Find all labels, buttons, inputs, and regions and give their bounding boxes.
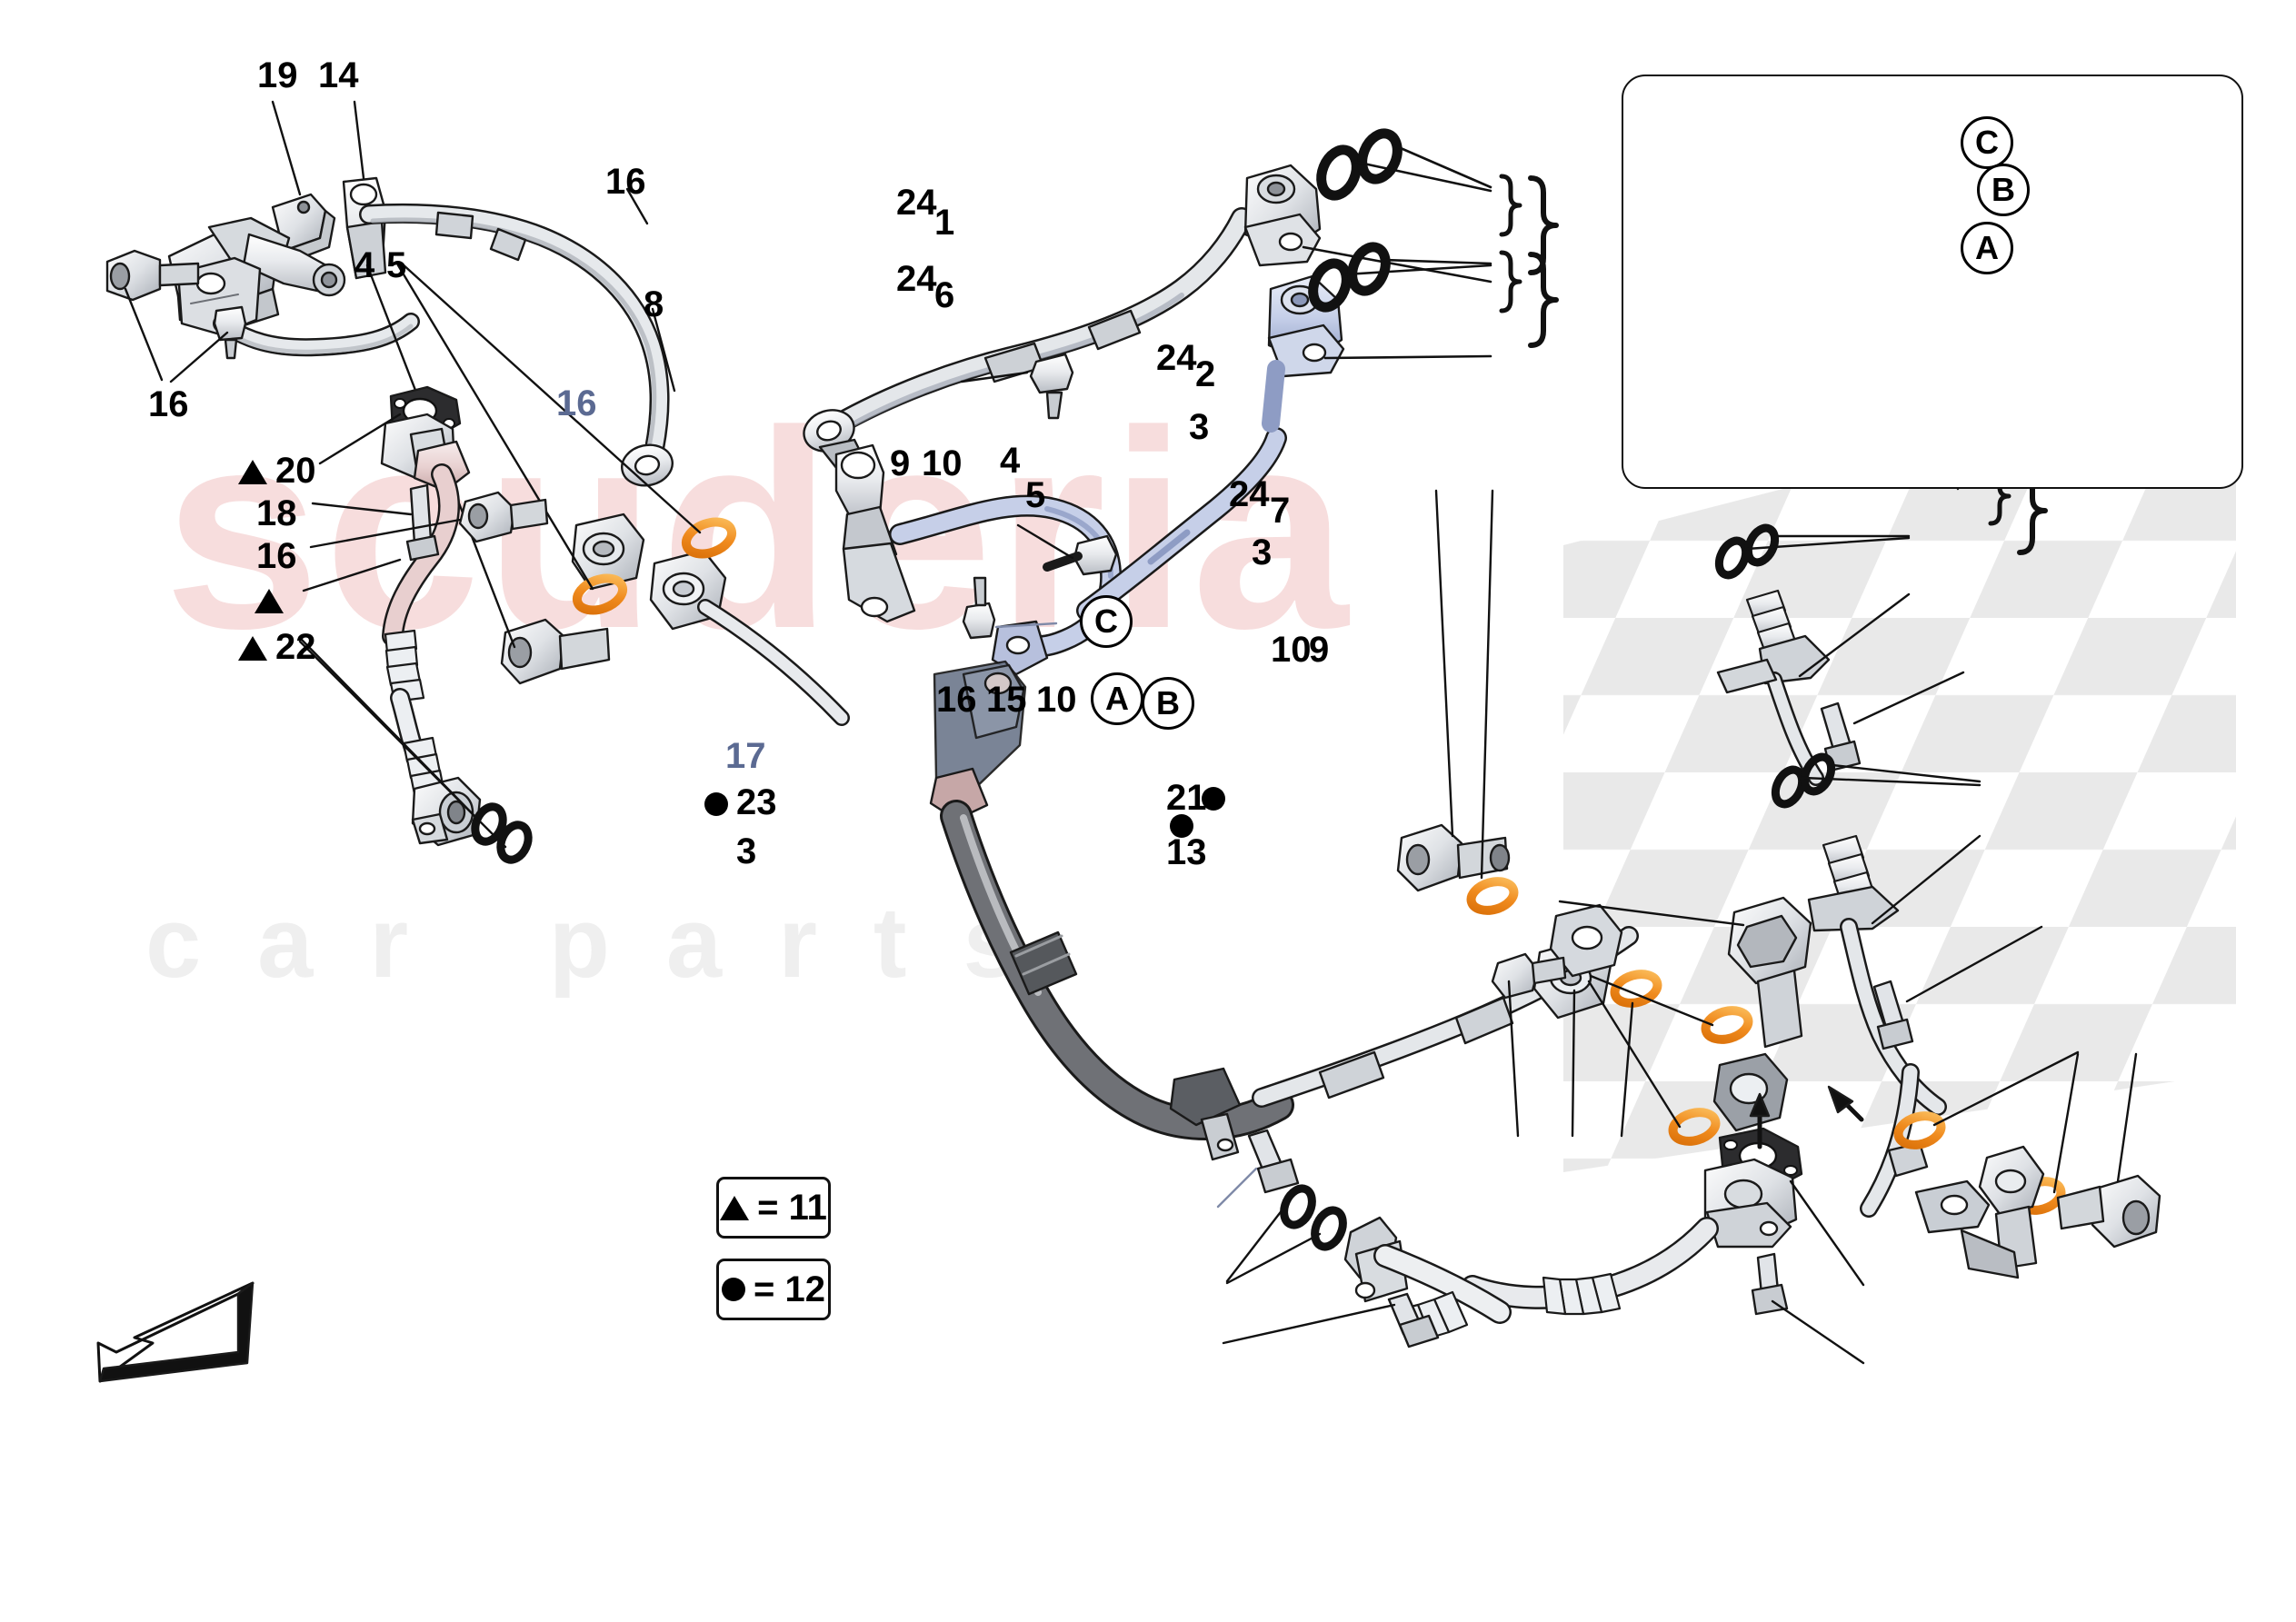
callout-16-e: 16 — [936, 680, 977, 720]
watermark-carparts: car parts — [145, 887, 1075, 999]
bracket-label-7: 7 — [1270, 491, 1291, 531]
hose-item-6-blue — [834, 242, 1492, 676]
inset-mark-B: B — [1977, 164, 2030, 216]
inset-mark-A: A — [1961, 222, 2013, 274]
triangle-legend-icon — [720, 1195, 750, 1220]
pink-hose-assembly — [298, 385, 549, 864]
dot-marker-21-icon — [1202, 787, 1225, 811]
callout-10-a: 10 — [922, 443, 963, 483]
callout-22: 22 — [238, 629, 316, 665]
callout-19: 19 — [257, 55, 298, 95]
callout-24-a: 24 — [896, 183, 937, 223]
orientation-arrow — [96, 1281, 255, 1383]
top-leaders — [124, 100, 676, 393]
callout-20: 20 — [238, 453, 316, 489]
callout-3-a: 3 — [1189, 407, 1210, 447]
callout-24-d: 24 — [1229, 474, 1270, 514]
callout-24-c: 24 — [1156, 338, 1197, 378]
section-mark-B: B — [1142, 677, 1194, 730]
callout-13: 13 — [1166, 832, 1207, 872]
callout-21: 21 — [1166, 778, 1207, 818]
callout-4-b: 4 — [1000, 441, 1021, 481]
legend-circle-text: = 12 — [754, 1269, 825, 1309]
section-mark-A: A — [1091, 672, 1143, 725]
mid-right-fittings — [1396, 489, 1812, 1146]
legend-triangle-box: = 11 — [716, 1177, 831, 1239]
callout-5-b: 5 — [1025, 475, 1046, 515]
bracket-label-2: 2 — [1195, 354, 1216, 394]
callout-16-a: 16 — [605, 162, 646, 202]
bracket-label-6: 6 — [934, 275, 955, 315]
callout-17: 17 — [725, 736, 766, 776]
callout-8: 8 — [644, 284, 664, 324]
callout-5-a: 5 — [386, 245, 407, 285]
callout-23: 23 — [704, 784, 777, 821]
callout-16-d: 16 — [256, 536, 297, 576]
callout-9-b: 9 — [1309, 630, 1330, 670]
right-nipple-assemblies — [1714, 523, 2043, 1218]
bottom-right-manifold — [1461, 1050, 2161, 1365]
legend-circle-box: = 12 — [716, 1259, 831, 1320]
bottom-center-fitting — [1216, 1129, 1512, 1348]
callout-3-b: 3 — [1252, 532, 1273, 572]
callout-15: 15 — [986, 680, 1027, 720]
callout-16-c: 16 — [556, 383, 597, 423]
main-dark-hose — [929, 660, 1639, 1161]
callout-14: 14 — [318, 55, 359, 95]
triangle-marker-icon — [255, 589, 284, 613]
callout-3-c: 3 — [736, 831, 757, 871]
triangle-marker-icon — [238, 460, 267, 484]
banjo-bolt-group-left — [365, 262, 850, 726]
hose-item-1 — [803, 128, 1492, 483]
dot-marker-icon — [704, 792, 728, 816]
callout-10-b: 10 — [1036, 680, 1077, 720]
inset-mark-C: C — [1961, 116, 2013, 169]
triangle-marker-icon — [238, 636, 267, 661]
callout-16-b: 16 — [148, 384, 189, 424]
callout-24-b: 24 — [896, 259, 937, 299]
callout-triangle-only — [255, 582, 292, 618]
callout-18: 18 — [256, 493, 297, 533]
section-mark-C: C — [1080, 595, 1133, 648]
callout-10-c: 10 — [1271, 630, 1312, 670]
callout-4-a: 4 — [354, 245, 375, 285]
dot-marker-13-icon — [1170, 814, 1193, 838]
orientation-inset-box — [1622, 75, 2243, 489]
legend-triangle-text: = 11 — [757, 1187, 827, 1228]
callout-9-a: 9 — [890, 443, 911, 483]
circle-legend-icon — [722, 1278, 746, 1301]
bracket-label-1: 1 — [934, 203, 955, 243]
master-cylinder-assembly — [105, 176, 674, 487]
